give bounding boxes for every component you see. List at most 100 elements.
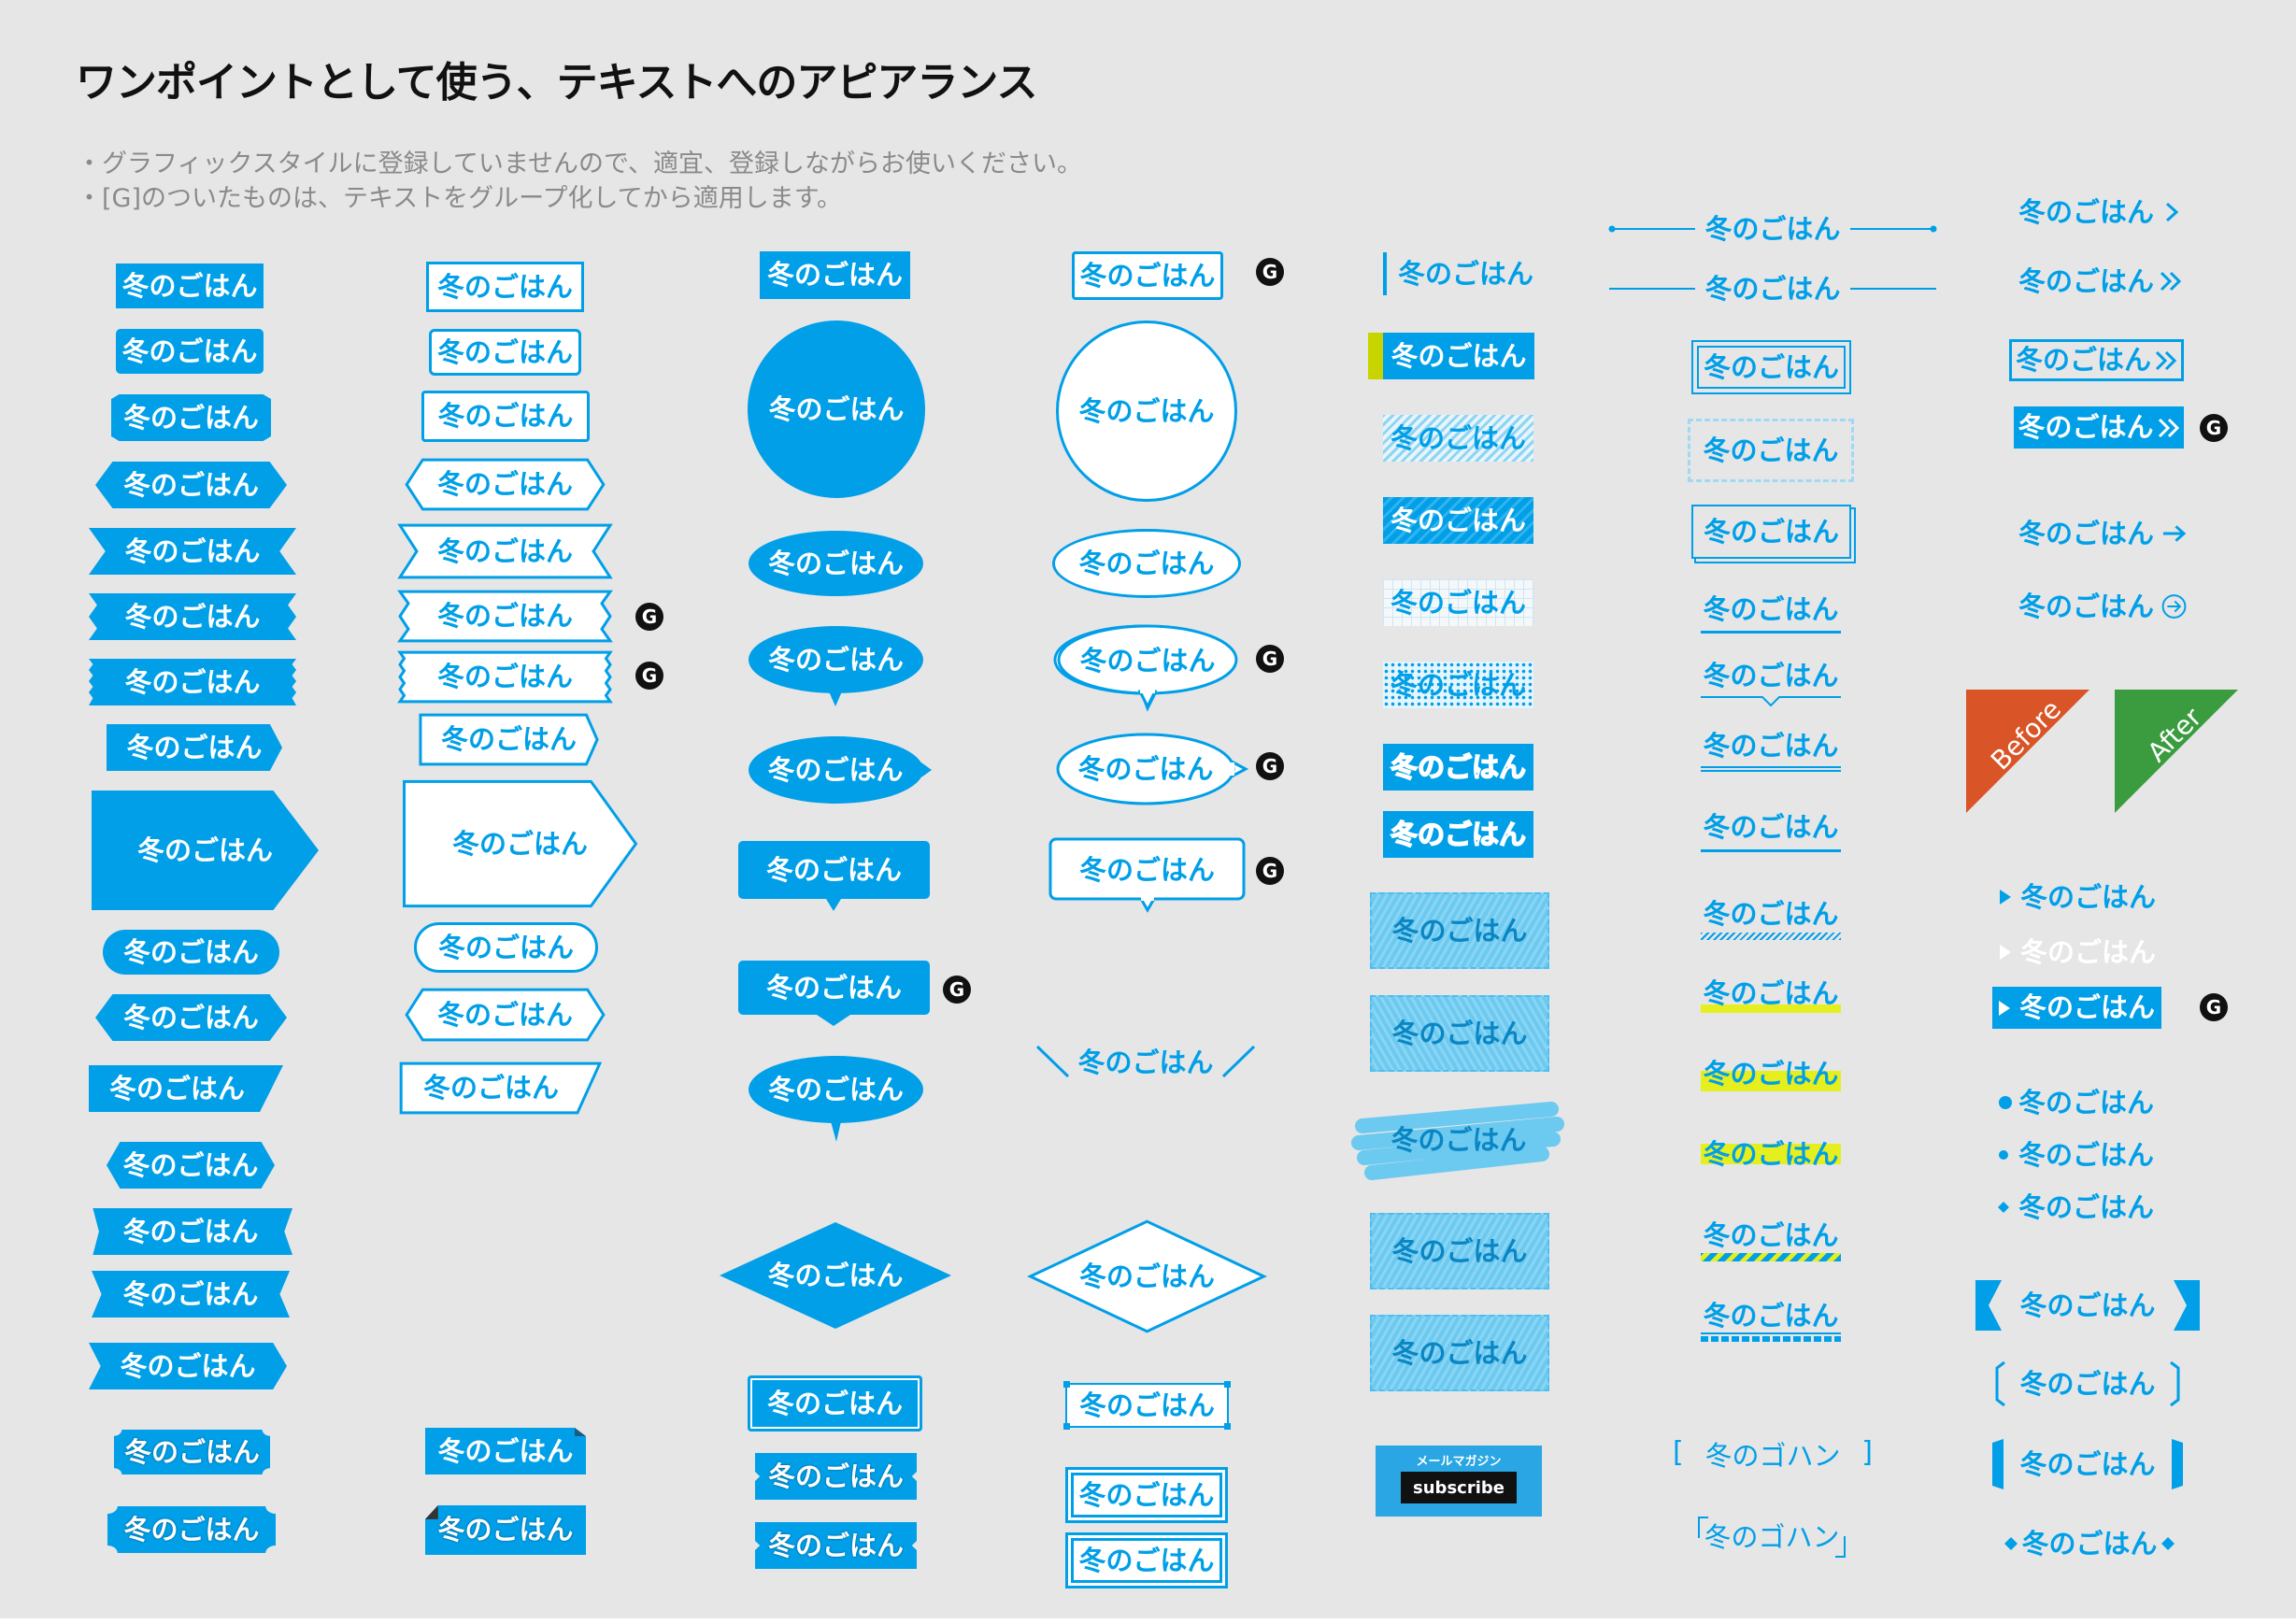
label-text: 冬のごはん [1390, 339, 1527, 372]
label-ticket: 冬のごはん [114, 1430, 270, 1474]
outline-rect: 冬のごはん [426, 262, 584, 312]
label-text: 冬のごはん [1391, 1336, 1528, 1369]
label-square-brackets: [ 冬のゴハン ] [1673, 1436, 1873, 1472]
label-text: 冬のごはん [767, 1073, 904, 1105]
label-text: 冬のごはん [2019, 1289, 2156, 1321]
label-accent-bar: 冬のごはん [1368, 333, 1534, 379]
label-text: 冬のごはん [1390, 421, 1526, 454]
outline-circle: 冬のごはん [1056, 321, 1237, 502]
label-circle: 冬のごはん [748, 321, 925, 498]
label-text: 冬のごはん [440, 723, 577, 755]
label-hatched-fill: 冬のごはん [1383, 497, 1533, 544]
outline-rect-2: 冬のごはん [421, 391, 590, 442]
label-speech-rect: 冬のごはん [738, 841, 930, 911]
label-text: 冬のごはん [1704, 272, 1841, 305]
label-text: 冬のごはん [2019, 1447, 2156, 1480]
label-diamond-ends: 冬のごはん [1996, 1523, 2183, 1564]
page-title: ワンポイントとして使う、テキストへのアピアランス [76, 59, 1037, 107]
label-dash-underline: 冬のごはん [1701, 1289, 1841, 1342]
outline-corner-markers: 冬のごはん [1063, 1381, 1231, 1430]
label-sketch-fill-4: 冬のごはん [1370, 1315, 1549, 1391]
newsletter-label: メールマガジン [1416, 1455, 1502, 1469]
outline-hexagon-2: 冬のごはん [405, 989, 606, 1041]
label-text: 冬のごはん [1078, 1389, 1215, 1421]
group-badge: G [1256, 258, 1284, 286]
label-text: 冬のごはん [124, 600, 261, 633]
label-text: 冬のごはん [2018, 1138, 2155, 1171]
label-text: 冬のごはん [1390, 1123, 1527, 1156]
subscribe-button[interactable]: subscribe [1401, 1472, 1517, 1503]
label-text: 冬のごはん [766, 259, 903, 291]
label-text: 冬のごはん [2021, 1527, 2158, 1560]
outline-hexagon: 冬のごはん [405, 459, 606, 510]
label-text: 冬のゴハン [1704, 1520, 1840, 1553]
label-text: 冬のごはん [437, 1514, 574, 1546]
label-left-bar: 冬のごはん [1383, 252, 1533, 295]
label-rect: 冬のごはん [760, 251, 910, 299]
label-text: 冬のごはん [1703, 1137, 1839, 1170]
label-text: 冬のごはん [2020, 935, 2157, 968]
label-text: 冬のごはん [122, 1148, 259, 1181]
label-flag: 冬のごはん [89, 1343, 287, 1389]
outline-double-thin: 冬のごはん [1691, 340, 1851, 394]
label-text: 冬のごはん [1078, 853, 1215, 886]
label-rect: 冬のごはん [116, 264, 264, 308]
label-text: 冬のごはん [436, 661, 573, 692]
label-triangle-bullet-white: 冬のごはん [2000, 933, 2177, 971]
label-text: 冬のごはん [2018, 1190, 2155, 1223]
label-hatched-underline: 冬のごはん [1701, 888, 1841, 940]
outline-speech-ellipse: 冬のごはん [1053, 624, 1239, 712]
triangle-right-icon [1998, 1000, 2010, 1016]
label-text: 冬のごはん [436, 998, 573, 1031]
double-chevron-right-icon [2160, 271, 2182, 292]
label-text: 冬のごはん [451, 827, 588, 860]
label-text: 冬のごはん [767, 1259, 904, 1291]
label-speech-ellipse-tall: 冬のごはん [749, 1056, 923, 1142]
outline-dashed-hatched: 冬のごはん [1688, 419, 1854, 482]
label-triangle-bullet-box: 冬のごはん [1992, 987, 2161, 1029]
label-underline-pointer: 冬のごはん [1701, 654, 1841, 707]
group-badge: G [943, 976, 971, 1004]
label-text: 冬のごはん [2018, 517, 2155, 549]
label-underline-2: 冬のごはん [1701, 805, 1841, 852]
label-underline: 冬のごはん [1701, 589, 1841, 634]
label-folded-corner-2: 冬のごはん [425, 1505, 586, 1555]
label-text: 冬のごはん [2018, 264, 2155, 297]
label-ellipse: 冬のごはん [749, 531, 923, 596]
group-badge: G [2200, 993, 2228, 1021]
label-ribbon-wavy: 冬のごはん [89, 659, 296, 705]
label-hexagon: 冬のごはん [95, 462, 287, 508]
outline-double-border-2: 冬のごはん [1065, 1532, 1228, 1588]
label-speech-ellipse: 冬のごはん [749, 626, 923, 706]
before-corner-triangle: Before [1966, 690, 2089, 813]
label-ribbon-inward: 冬のごはん [89, 1208, 292, 1255]
label-notched-side-2: 冬のごはん [755, 1522, 917, 1569]
triangle-right-icon [2000, 890, 2011, 905]
label-text: 冬のごはん [437, 1434, 574, 1467]
label-text: 冬のごはん [1703, 811, 1839, 843]
label-tortoise-brackets: 冬のごはん [1995, 1360, 2180, 1407]
label-folded-corner: 冬のごはん [425, 1428, 586, 1474]
label-text: 冬のごはん [1703, 1218, 1839, 1251]
label-text: 冬のごはん [1078, 547, 1215, 579]
outline-large-pentagon: 冬のごはん [402, 780, 638, 907]
label-marker-half: 冬のごはん [1701, 1050, 1841, 1097]
label-marker-underline: 冬のごはん [1701, 970, 1841, 1017]
label-text: 冬のごはん [1390, 668, 1526, 701]
label-text: 冬のごはん [1703, 659, 1839, 691]
group-badge: G [1256, 752, 1284, 780]
label-text: 冬のごはん [767, 547, 904, 579]
label-text: 冬のごはん [767, 1460, 904, 1492]
label-text: 冬のごはん [123, 1513, 260, 1546]
label-text: 冬のごはん [2015, 344, 2151, 376]
double-chevron-right-icon [2158, 418, 2179, 437]
outline-speech-rect: 冬のごはん [1048, 837, 1246, 914]
outline-ribbon-zigzag: 冬のごはん [400, 591, 610, 642]
circle-arrow-right-icon [2161, 594, 2187, 619]
note-line-1: ・グラフィックスタイルに登録していませんので、適宜、登録しながらお使いください。 [77, 150, 1082, 178]
label-arrow-tag: 冬のごはん [107, 724, 282, 771]
label-text: 冬のごはん [122, 1215, 259, 1247]
label-arrow: 冬のごはん [2018, 514, 2187, 553]
label-sketch-fill-2: 冬のごはん [1370, 995, 1549, 1072]
label-hexagon-small: 冬のごはん [107, 1142, 275, 1189]
